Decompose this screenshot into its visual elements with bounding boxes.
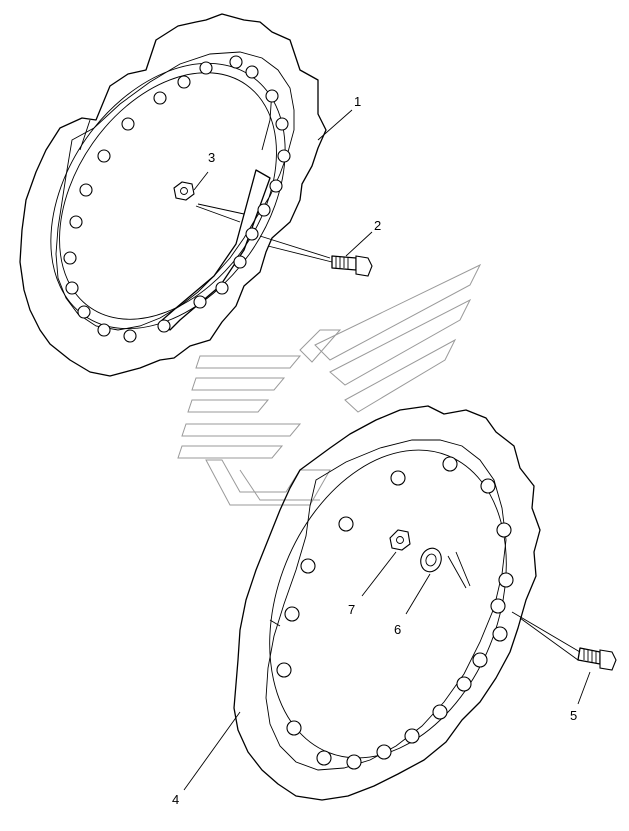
callout-5: 5 [570, 708, 577, 723]
callout-3: 3 [208, 150, 215, 165]
lower-nut-icon [389, 529, 411, 551]
callout-6: 6 [394, 622, 401, 637]
washer-icon [420, 547, 442, 573]
bolt-item-5-icon [577, 647, 617, 671]
lower-sprocket [233, 405, 541, 801]
logo-watermark [177, 263, 482, 506]
bolt-item-2-icon [331, 255, 373, 277]
upper-nut-icon [173, 181, 195, 201]
callout-7: 7 [348, 602, 355, 617]
callout-2: 2 [374, 218, 381, 233]
lower-sprocket-bolts [276, 456, 514, 770]
callout-1: 1 [354, 94, 361, 109]
leader-lines [183, 109, 591, 791]
upper-sprocket-bolts [63, 55, 291, 343]
callout-4: 4 [172, 792, 179, 807]
upper-sprocket [19, 13, 327, 377]
